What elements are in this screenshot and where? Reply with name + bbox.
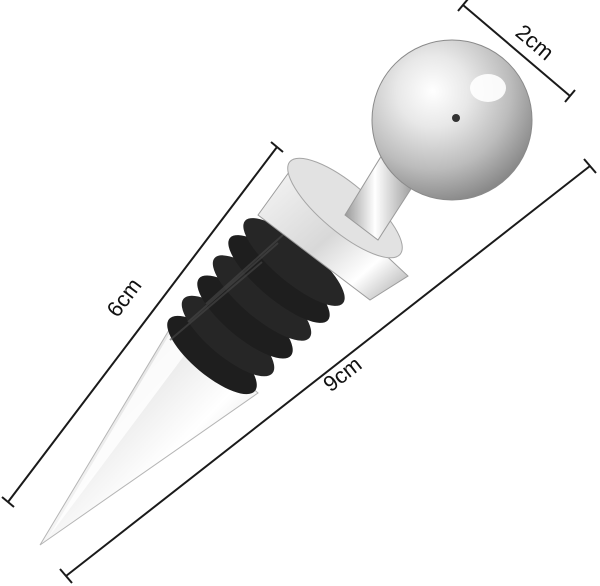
rubber-ring-6 [243, 218, 345, 306]
ball-highlight [470, 74, 506, 102]
cone-highlight [48, 330, 192, 538]
rubber-ring-2 [181, 295, 275, 377]
stopper-ball [371, 39, 533, 201]
dimension-length-line [7, 146, 278, 503]
dimension-total-tick-start [59, 568, 73, 584]
rubber-rings [167, 218, 345, 395]
dimension-width-line [462, 4, 571, 97]
rubber-ring-5 [228, 235, 330, 323]
ring-grooves [169, 224, 295, 341]
ball-dot [452, 114, 460, 122]
dimension-total: 9cm [59, 158, 597, 584]
dimension-length-label: 6cm [102, 273, 147, 321]
wine-stopper [39, 39, 533, 546]
dimension-total-label: 9cm [318, 351, 366, 396]
dimension-length-tick-end [270, 141, 284, 153]
dimension-width-tick-end [564, 89, 576, 103]
dimension-width-label: 2cm [511, 19, 559, 65]
rubber-ring-1 [167, 315, 257, 395]
dimension-total-tick-end [583, 158, 597, 174]
stopper-cap [257, 167, 409, 301]
dimension-length-tick-start [1, 496, 15, 508]
dimension-total-line [65, 165, 591, 577]
dimension-width-tick-start [457, 0, 469, 12]
